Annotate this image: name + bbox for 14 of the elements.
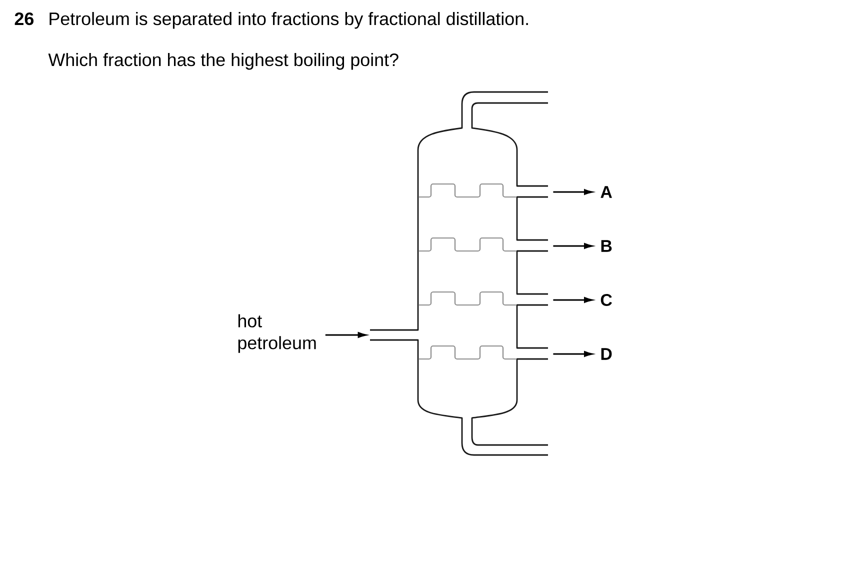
fraction-letter: D <box>601 348 612 360</box>
question-number: 26 <box>14 12 34 26</box>
question-text: Petroleum is separated into fractions by fractional distillation. <box>50 12 528 29</box>
inlet-label: hot petroleum <box>238 314 316 353</box>
distillation-column <box>370 91 548 456</box>
arrow <box>553 189 593 195</box>
arrow <box>553 351 593 357</box>
fraction-letter: C <box>600 294 612 306</box>
arrow <box>553 297 593 303</box>
fraction-letter: B <box>601 240 612 252</box>
arrow <box>325 332 366 338</box>
arrow <box>553 243 593 249</box>
fraction-letter: A <box>600 186 612 198</box>
question-text: Which fraction has the highest boiling point? <box>48 53 398 70</box>
